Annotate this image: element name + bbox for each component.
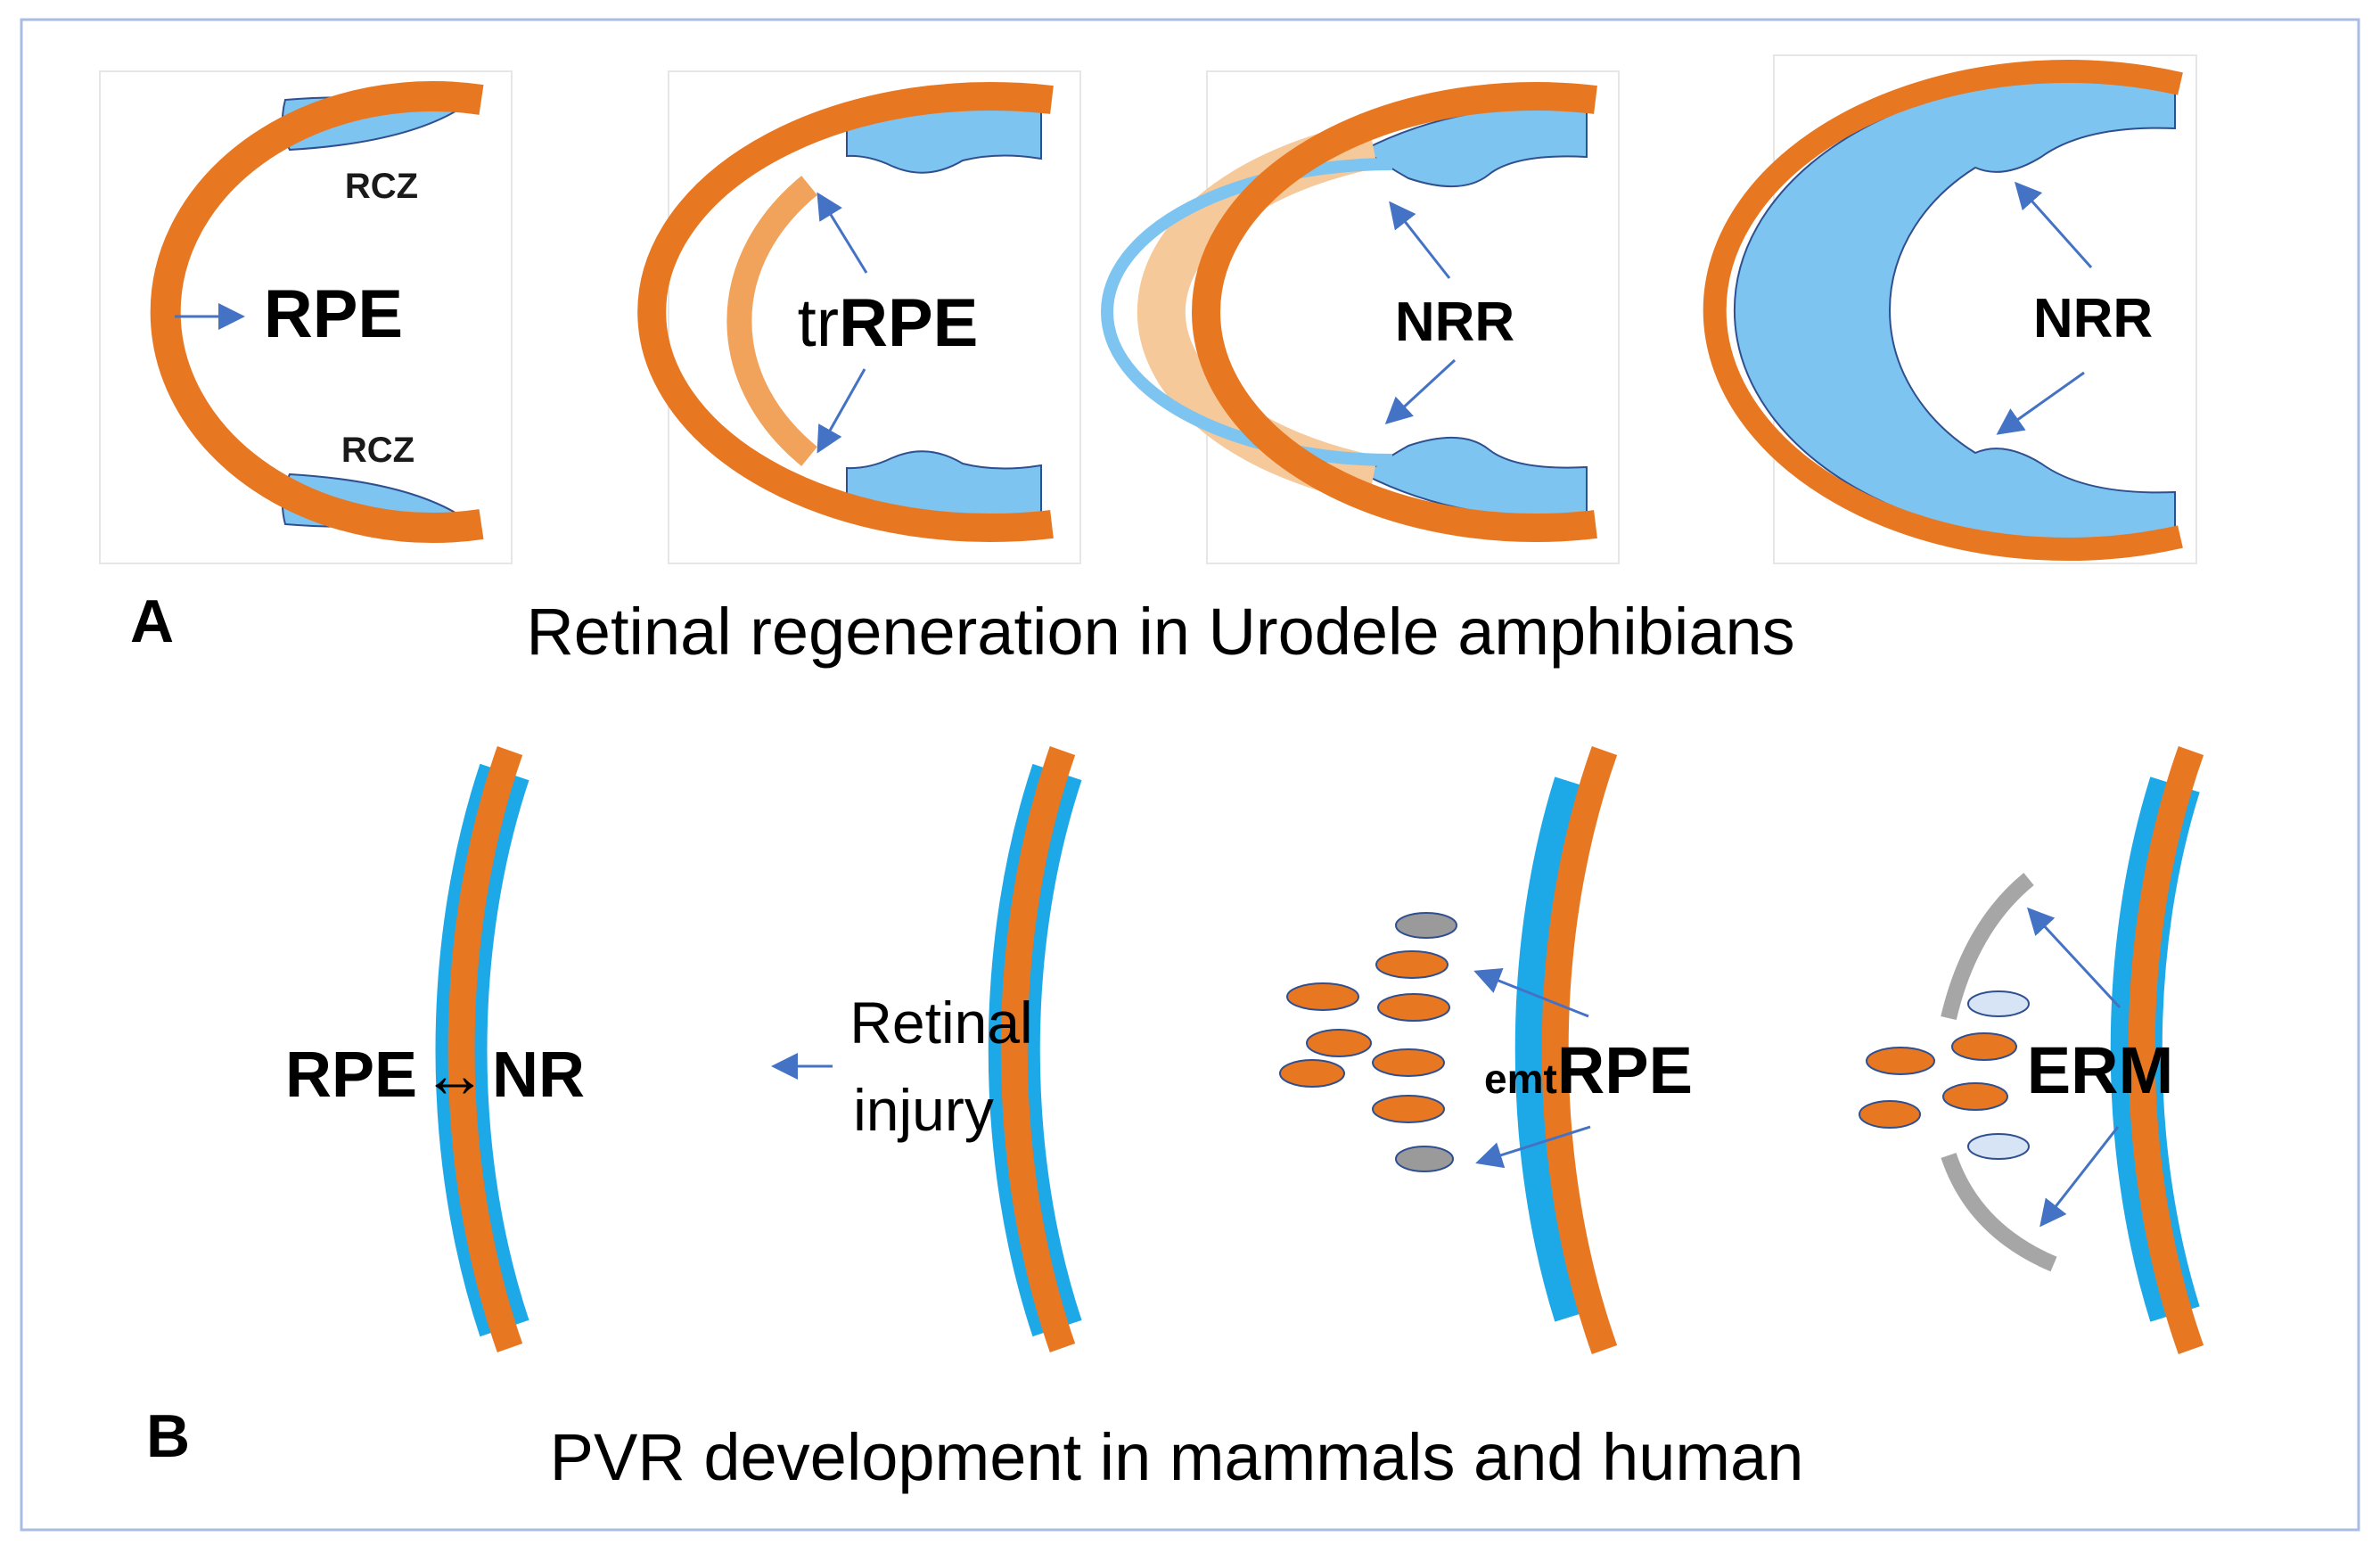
emt-arrow-top xyxy=(1473,968,1589,1018)
emt-rpe-label: emtRPE xyxy=(1484,1033,1693,1107)
erm-cell xyxy=(1866,1047,1935,1075)
erm-arrow-bottom xyxy=(2039,1126,2120,1228)
rpe-layer xyxy=(2128,745,2204,1355)
panel-a-stage-4: NRR xyxy=(1703,54,2197,564)
tr-main: RPE xyxy=(839,285,978,361)
rpe-nr-arrow: ↔ xyxy=(423,1039,487,1111)
panel-b-stage-3: emtRPE xyxy=(1279,745,1693,1355)
retina-bottom-remnant xyxy=(846,450,1042,520)
rpe-layer-outer xyxy=(637,82,1054,542)
nrr-arrow-bottom-2 xyxy=(1996,371,2085,435)
tr-rpe-layer xyxy=(726,176,817,466)
erm-arrow-top xyxy=(2026,907,2121,1009)
erm-cell xyxy=(1942,1082,2008,1111)
rpe-layer xyxy=(1541,745,1618,1355)
tr-rpe-arrow-bottom xyxy=(817,368,866,454)
rpe-nr-right: NR xyxy=(492,1039,585,1111)
rpe-nr-left: RPE xyxy=(285,1039,417,1111)
nrr-arrow-bottom xyxy=(1384,358,1457,425)
emt-prefix: emt xyxy=(1484,1056,1557,1102)
emt-cell xyxy=(1372,1048,1445,1077)
nrr-label-1: NRR xyxy=(1395,292,1514,353)
panel-a-stage-3: NRR xyxy=(1101,70,1620,564)
emt-main: RPE xyxy=(1557,1033,1693,1107)
erm-label: ERM xyxy=(2027,1033,2173,1107)
rpe-label: RPE xyxy=(264,276,403,352)
nrr-arrow-top-2 xyxy=(2015,181,2093,268)
emt-cell xyxy=(1375,950,1449,979)
erm-cell xyxy=(1859,1100,1921,1129)
emt-cell-gray xyxy=(1395,1146,1454,1172)
tr-rpe-label: trRPE xyxy=(798,285,979,361)
emt-arrow-bottom xyxy=(1475,1125,1591,1169)
rpe-layer xyxy=(1000,746,1076,1352)
rpe-layer xyxy=(447,746,523,1352)
tr-rpe-arrow-top xyxy=(817,192,868,274)
panel-b-stage-2: Retinal injury xyxy=(727,746,1082,1352)
erm-bottom xyxy=(1941,1153,2057,1272)
panel-a: RCZ RPE RCZ trRPE NRR xyxy=(99,54,2197,669)
erm-cell-group xyxy=(1859,990,2030,1160)
nrr-label-2: NRR xyxy=(2033,288,2153,349)
panel-a-stage-1: RCZ RPE RCZ xyxy=(99,70,513,564)
panel-a-caption: Retinal regeneration in Urodele amphibia… xyxy=(526,595,1794,669)
injury-label-line1: Retinal xyxy=(849,990,1032,1056)
rpe-layer-outer xyxy=(1703,60,2183,561)
panel-b: RPE↔NR Retinal injury xyxy=(146,745,2204,1494)
rpe-layer xyxy=(150,81,484,543)
rpe-nr-label: RPE↔NR xyxy=(285,1039,585,1111)
panel-b-letter: B xyxy=(146,1402,190,1470)
emt-cell xyxy=(1377,993,1450,1022)
rcz-top-label: RCZ xyxy=(345,167,418,206)
emt-cell-group xyxy=(1279,912,1457,1172)
panel-a-letter: A xyxy=(130,588,174,655)
regenerated-retina xyxy=(1733,78,2176,543)
emt-cell-gray xyxy=(1395,912,1457,939)
panel-b-caption: PVR development in mammals and human xyxy=(550,1420,1804,1494)
emt-cell xyxy=(1286,982,1359,1011)
emt-cell xyxy=(1372,1095,1445,1123)
retina-top-remnant xyxy=(846,104,1042,174)
tr-prefix: tr xyxy=(798,285,839,361)
panel-b-stage-4: ERM xyxy=(1859,745,2204,1355)
panel-a-stage-2: trRPE xyxy=(637,70,1081,564)
erm-cell-pale xyxy=(1967,990,2030,1017)
rcz-bottom-label: RCZ xyxy=(341,431,414,470)
neural-retina-layer xyxy=(1514,776,1604,1322)
erm-cell xyxy=(1951,1032,2017,1061)
panel-b-stage-1: RPE↔NR xyxy=(285,746,585,1352)
erm-top xyxy=(1941,873,2034,1021)
emt-cell xyxy=(1306,1029,1372,1057)
injury-label-line2: injury xyxy=(853,1077,994,1143)
rpe-layer-outer xyxy=(1192,82,1597,542)
nrr-arrow-top xyxy=(1389,201,1451,279)
erm-cell-pale xyxy=(1967,1133,2030,1160)
retinal-tear xyxy=(727,995,791,1152)
emt-cell xyxy=(1279,1059,1345,1088)
